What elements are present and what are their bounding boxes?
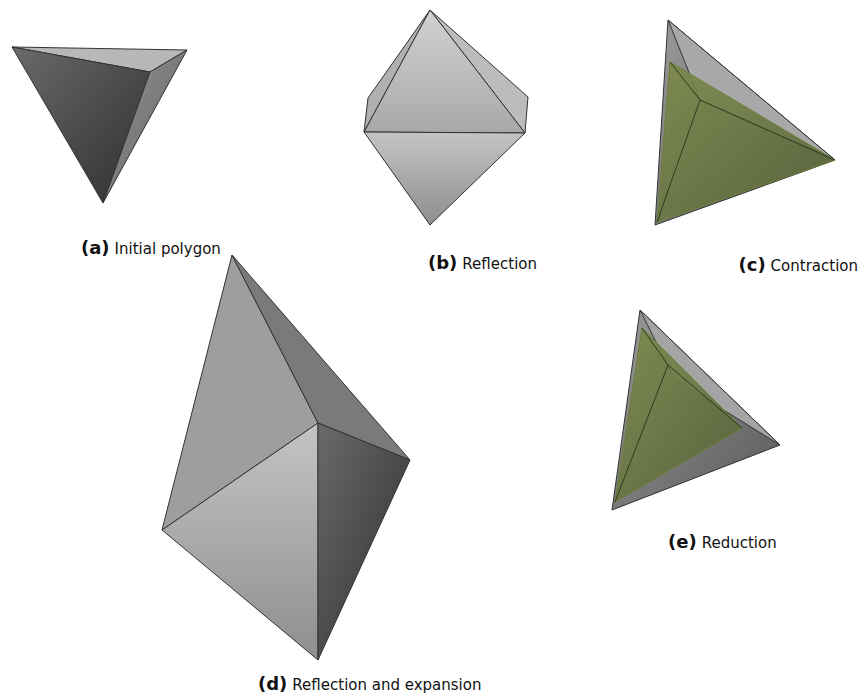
- panel-caption: Reflection and expansion: [292, 676, 481, 694]
- panel-caption: Reflection: [462, 255, 537, 273]
- reflected-polyhedron: [364, 10, 528, 225]
- panel-caption: Initial polygon: [115, 240, 221, 258]
- panel-tag: (e): [668, 531, 697, 553]
- panel-tag: (b): [428, 252, 457, 274]
- panel-tag: (d): [258, 673, 287, 695]
- panel-caption: Contraction: [771, 257, 858, 275]
- expanded-polyhedron: [162, 255, 410, 660]
- contracted-polyhedron: [655, 20, 835, 225]
- reduced-polyhedron: [612, 310, 780, 510]
- tetrahedron: [12, 47, 187, 203]
- panel-tag: (c): [738, 254, 765, 276]
- panel-tag: (a): [81, 237, 110, 259]
- panel-caption: Reduction: [702, 534, 777, 552]
